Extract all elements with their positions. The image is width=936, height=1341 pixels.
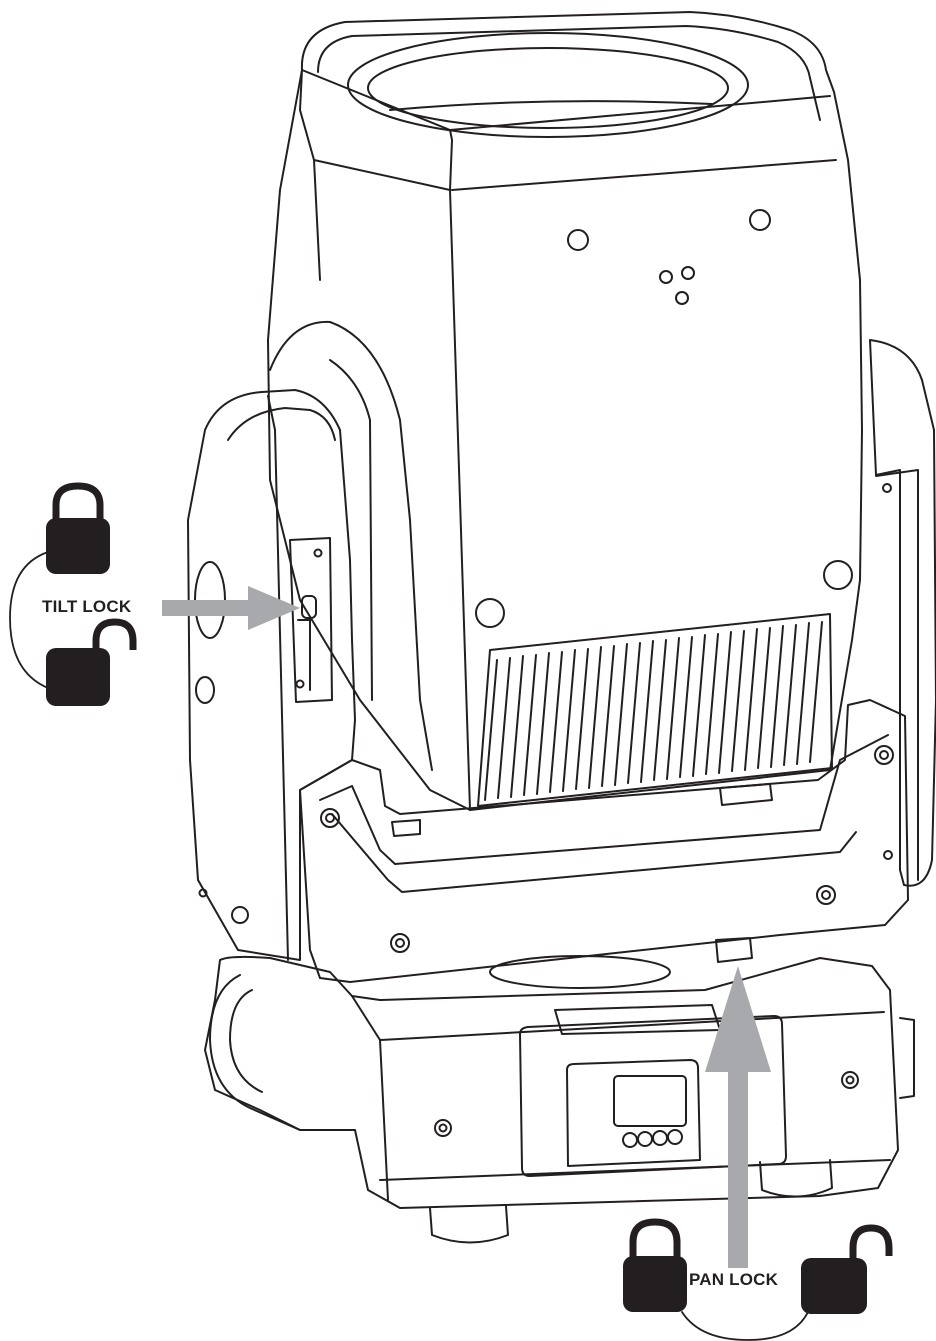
- tilt-locked-padlock-icon: [46, 482, 110, 574]
- pan-lock-bracket: [681, 1311, 809, 1341]
- tilt-unlocked-padlock-icon: [46, 618, 137, 706]
- pan-lock-label: PAN LOCK: [689, 1270, 779, 1289]
- left-arm: [187, 320, 433, 961]
- pan-unlocked-padlock-icon: [801, 1224, 893, 1314]
- pan-lock-arrow: [705, 966, 771, 1268]
- tilt-lock-label: TILT LOCK: [42, 597, 132, 616]
- yoke: [299, 699, 909, 983]
- vent-grille: [477, 613, 833, 807]
- pan-locked-padlock-icon: [623, 1218, 687, 1312]
- tilt-lock-bracket: [9, 551, 49, 689]
- tilt-lock-arrow: [162, 586, 300, 630]
- fixture-head: [267, 11, 863, 811]
- fixture-base: [204, 955, 915, 1244]
- right-arm: [869, 339, 936, 887]
